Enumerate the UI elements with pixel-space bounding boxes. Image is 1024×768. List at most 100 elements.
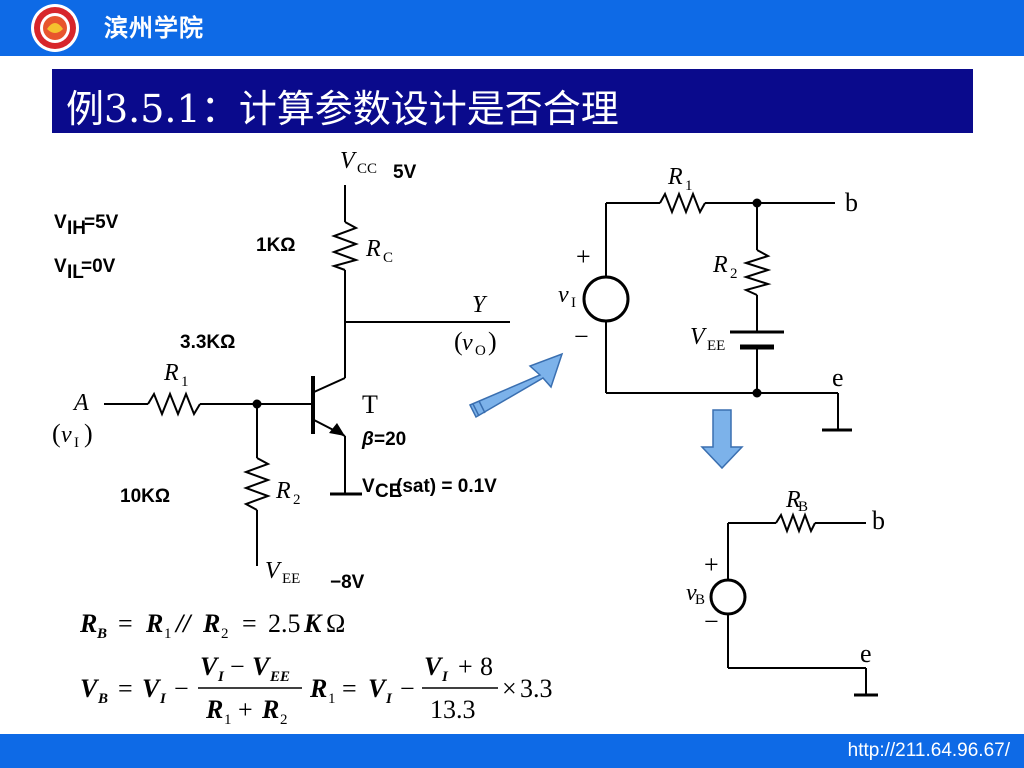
svg-text:V: V [690,324,707,350]
svg-text:1: 1 [164,626,172,642]
svg-text:=20: =20 [374,429,406,450]
svg-text:=: = [342,674,357,703]
svg-text:EE: EE [707,338,725,354]
rc-resistor [330,221,360,271]
svg-text:R: R [202,609,220,638]
rc-value: 1KΩ [256,235,296,256]
svg-text:IH: IH [67,218,86,239]
svg-text:V: V [362,476,375,497]
university-seal-icon [31,4,79,52]
svg-text:R: R [785,487,801,513]
top-bar: 滨州学院 [0,0,1024,56]
rb-label: RB [785,487,808,515]
svg-text:V: V [54,212,67,233]
svg-text:R: R [275,478,291,504]
svg-text:Ω: Ω [326,609,345,638]
svg-text:+: + [458,652,473,681]
svg-text://: // [174,609,193,638]
svg-text:8: 8 [480,652,493,681]
bottom-bar: http://211.64.96.67/ [0,734,1024,768]
svg-text:13.3: 13.3 [430,695,476,724]
svg-text:v: v [558,282,569,308]
svg-text:V: V [80,674,100,703]
svg-text:=0V: =0V [81,256,116,277]
svg-text:R: R [145,609,163,638]
voltage-source-vi-icon [582,275,630,323]
footer-url[interactable]: http://211.64.96.67/ [847,740,1010,761]
svg-text:B: B [96,626,107,642]
svg-text:V: V [265,558,282,584]
node-a-label: A [72,390,89,416]
svg-text:1: 1 [224,712,232,728]
svg-text:CC: CC [357,161,377,177]
svg-text:B: B [798,499,808,515]
svg-text:−: − [400,674,415,703]
svg-text:V: V [368,674,388,703]
svg-text:): ) [84,419,93,448]
svg-text:2.5: 2.5 [268,609,301,638]
vee-value: −8V [330,572,365,593]
node-e2-label: e [860,639,872,668]
svg-text:β: β [361,429,374,450]
svg-text:I: I [159,691,167,707]
svg-text:×: × [502,674,517,703]
node-b-label: b [845,188,858,217]
svg-text:R: R [712,252,728,278]
svg-text:2: 2 [293,492,301,508]
svg-text:I: I [74,435,79,451]
svg-text:B: B [695,592,705,608]
svg-text:I: I [217,669,225,685]
emitter-arrow-icon [329,423,345,436]
svg-text:I: I [385,691,393,707]
svg-text:2: 2 [730,266,738,282]
minus-sign: − [574,322,589,351]
svg-text:v: v [462,330,473,356]
svg-text:): ) [488,327,497,356]
diagonal-arrow-icon [468,352,564,419]
down-arrow-icon [700,409,744,470]
svg-text:=5V: =5V [84,212,119,233]
svg-text:O: O [475,343,486,359]
slide-title: 例3.5.1：计算参数设计是否合理 [66,87,619,131]
r1-resistor [147,391,201,417]
svg-text:R: R [309,674,327,703]
svg-text:I: I [571,295,576,311]
svg-text:=: = [118,609,133,638]
svg-text:(: ( [454,327,463,356]
svg-text:EE: EE [269,669,290,685]
node-e-label: e [832,363,844,392]
vi-input-label: (v I) [52,419,93,451]
svg-text:2: 2 [221,626,229,642]
r2-value: 10KΩ [120,486,170,507]
r2-resistor [243,457,271,511]
svg-text:1: 1 [328,691,336,707]
eq-r1-resistor [659,191,706,215]
svg-text:1: 1 [685,178,693,194]
rb-resistor [775,512,816,534]
svg-text:V: V [252,652,272,681]
svg-text:R: R [365,236,381,262]
svg-text:(sat) = 0.1V: (sat) = 0.1V [396,476,497,497]
minus-sign-2: − [704,607,719,636]
svg-text:−: − [174,674,189,703]
plus-sign-2: + [704,550,719,579]
svg-text:R: R [205,695,223,724]
r1-value: 3.3KΩ [180,332,235,353]
svg-text:C: C [383,250,393,266]
svg-text:v: v [61,422,72,448]
svg-text:B: B [97,691,108,707]
svg-text:R: R [79,609,97,638]
vb-source-label: vB [686,580,705,608]
svg-text:I: I [441,669,449,685]
svg-text:2: 2 [280,712,288,728]
svg-text:V: V [340,148,357,174]
